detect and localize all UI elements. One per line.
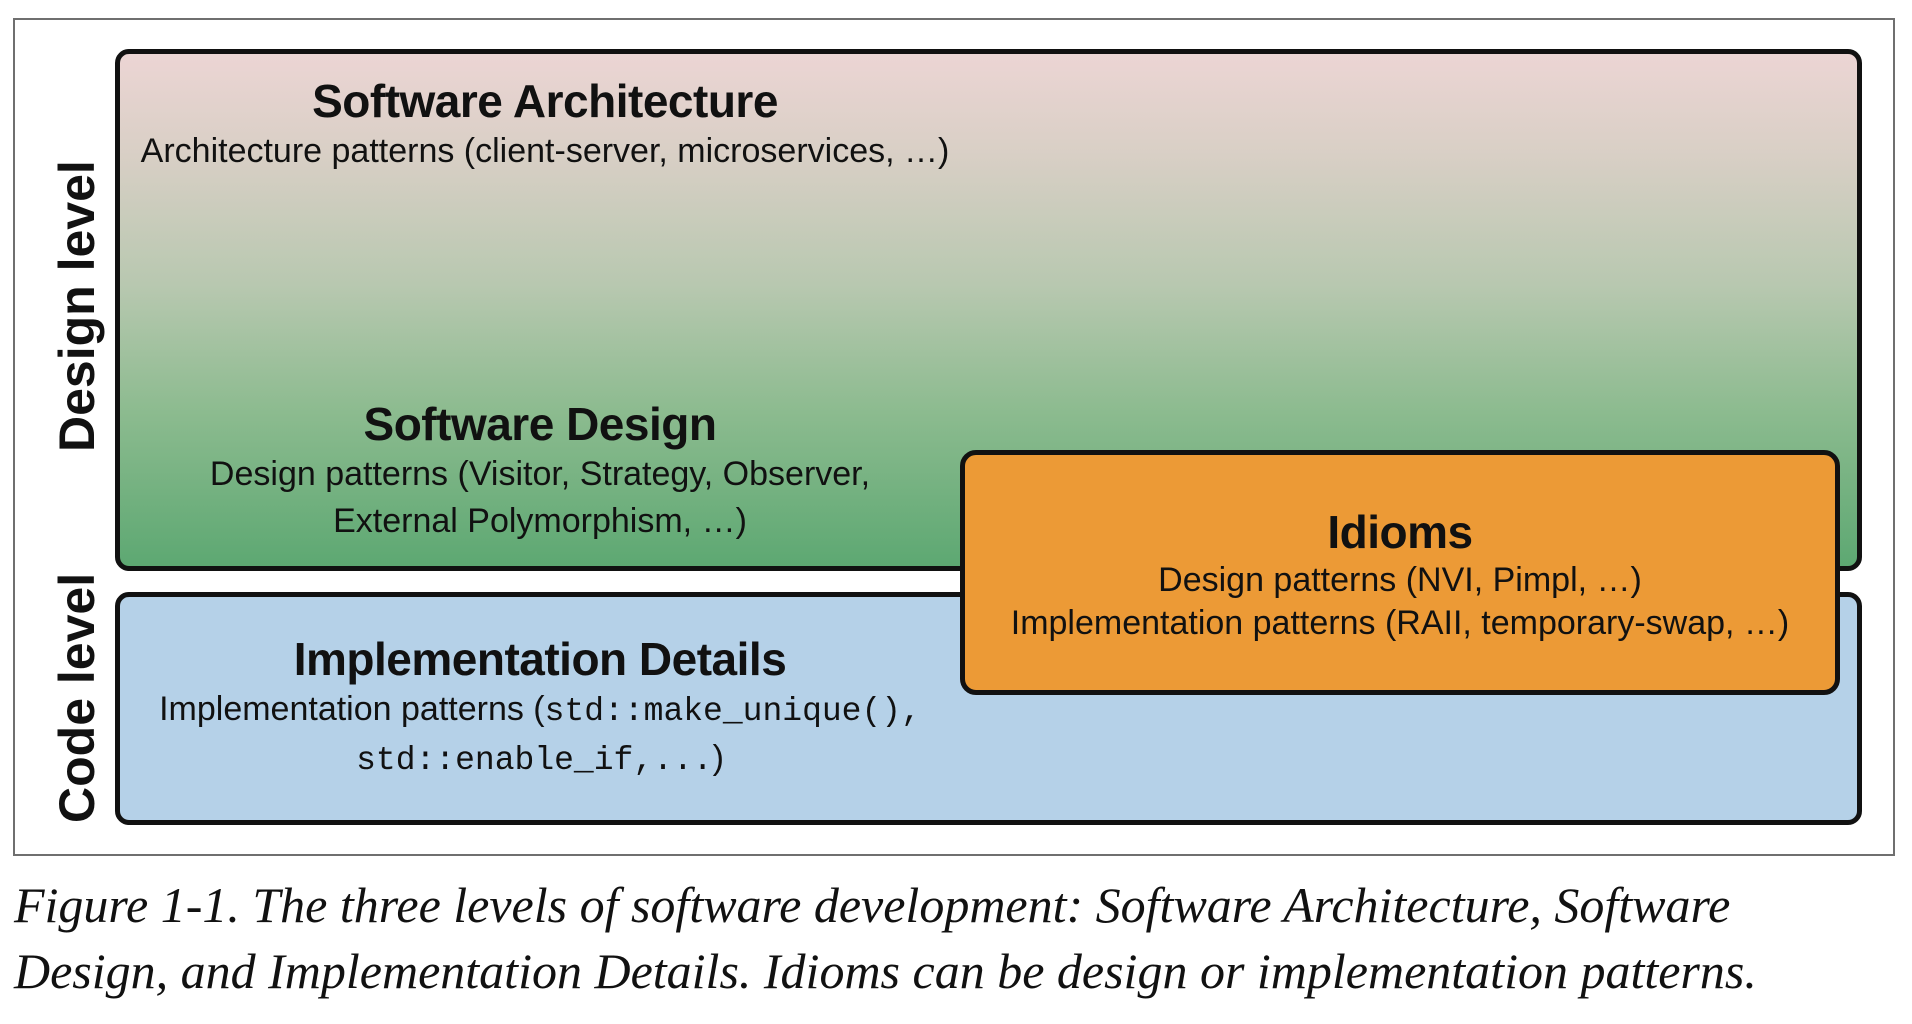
caption-line2: Design, and Implementation Details. Idio…: [14, 943, 1757, 999]
idioms-title: Idioms: [1327, 506, 1473, 558]
software-design-block: Software Design Design patterns (Visitor…: [150, 397, 930, 542]
caption-line1: Figure 1-1. The three levels of software…: [14, 877, 1731, 933]
implementation-details-block: Implementation Details Implementation pa…: [130, 632, 950, 780]
software-design-title: Software Design: [363, 398, 717, 450]
software-architecture-title: Software Architecture: [312, 75, 778, 127]
implementation-details-line2: std::enable_if,...): [130, 738, 950, 781]
closing-paren: ): [712, 738, 724, 777]
implementation-details-title: Implementation Details: [293, 633, 787, 685]
implementation-details-line1: Implementation patterns (std::make_uniqu…: [130, 689, 950, 732]
software-design-description-line2: External Polymorphism, …): [333, 501, 747, 540]
make-unique-code: std::make_unique(),: [544, 693, 921, 731]
idioms-line1: Design patterns (NVI, Pimpl, …): [1158, 561, 1642, 600]
design-level-label: Design level: [49, 160, 105, 452]
enable-if-code: std::enable_if,...: [356, 741, 713, 779]
code-level-label: Code level: [49, 572, 105, 823]
figure-caption: Figure 1-1. The three levels of software…: [14, 872, 1898, 1004]
idioms-line2: Implementation patterns (RAII, temporary…: [1010, 603, 1790, 642]
software-architecture-block: Software Architecture Architecture patte…: [135, 74, 955, 172]
idioms-block: Idioms Design patterns (NVI, Pimpl, …) I…: [965, 505, 1835, 644]
software-architecture-description: Architecture patterns (client-server, mi…: [140, 132, 950, 171]
implementation-patterns-text: Implementation patterns (: [159, 690, 545, 729]
software-design-description-line1: Design patterns (Visitor, Strategy, Obse…: [209, 455, 871, 494]
idioms-box: [960, 450, 1840, 695]
